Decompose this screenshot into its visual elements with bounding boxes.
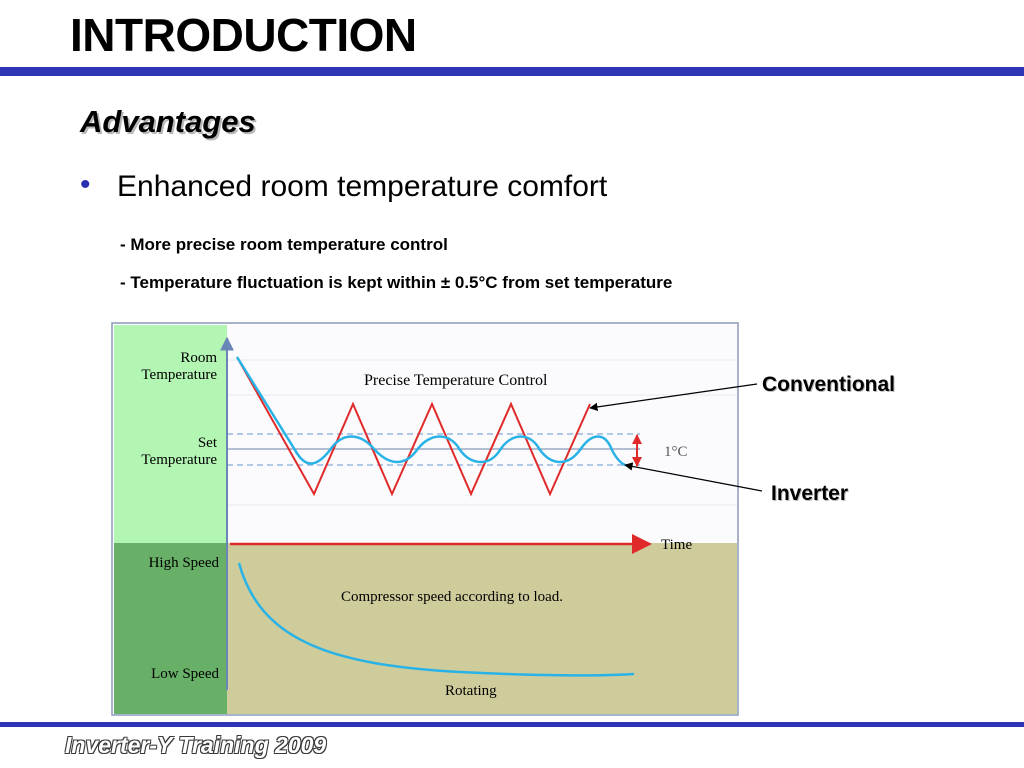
detail-line-1: - More precise room temperature control <box>120 235 448 254</box>
inverter-label: Inverter <box>771 482 848 505</box>
page-title: INTRODUCTION <box>70 9 417 61</box>
detail-line-2: - Temperature fluctuation is kept within… <box>120 273 673 292</box>
lower-panel <box>227 543 737 714</box>
inverter-pointer <box>624 462 763 492</box>
time-label: Time <box>661 537 692 553</box>
rotating-label: Rotating <box>445 683 497 699</box>
title-divider <box>0 67 1024 76</box>
conventional-label: Conventional <box>762 373 895 396</box>
section-heading: Advantages <box>80 104 256 139</box>
precise-control-label: Precise Temperature Control <box>364 372 548 389</box>
bullet-text: Enhanced room temperature comfort <box>117 170 608 203</box>
conventional-pointer <box>589 383 758 412</box>
compressor-speed-curve <box>237 562 635 677</box>
inverter-line <box>235 356 631 468</box>
compressor-label: Compressor speed according to load. <box>341 589 563 605</box>
footer-divider <box>0 722 1024 727</box>
conventional-line <box>236 356 591 497</box>
bullet-icon: • <box>80 168 91 201</box>
band-label: 1°C <box>664 444 688 460</box>
low-speed-label: Low Speed <box>151 666 219 682</box>
room-temperature-label-1: Room <box>180 350 217 366</box>
set-temperature-label-2: Temperature <box>141 452 217 468</box>
high-speed-label: High Speed <box>149 555 220 571</box>
upper-left-panel <box>114 325 227 543</box>
footer-text: Inverter-Y Training 2009 <box>65 732 327 758</box>
set-temperature-label-1: Set <box>198 435 218 451</box>
lower-left-panel <box>114 543 227 714</box>
room-temperature-label-2: Temperature <box>141 367 217 383</box>
